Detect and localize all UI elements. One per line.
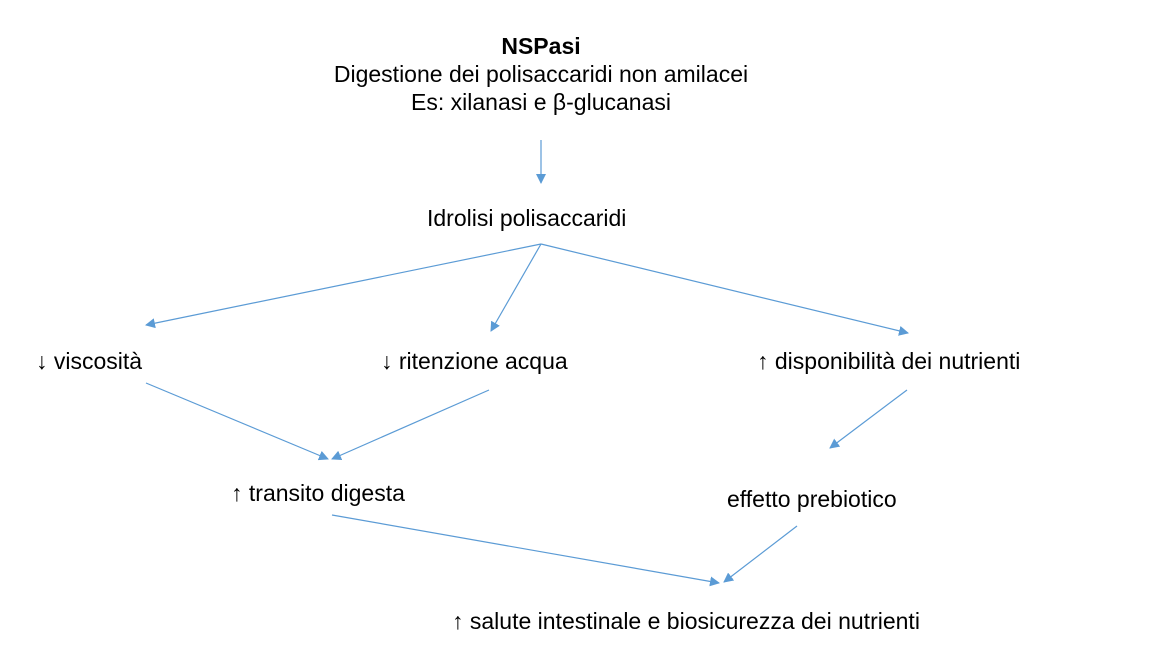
node-water-retention: ↓ ritenzione acqua <box>381 348 568 374</box>
arrow-hydrolysis-to-water-retention <box>490 243 542 332</box>
arrow-hydrolysis-to-nutrients <box>540 243 909 336</box>
diagram-subtitle: Digestione dei polisaccaridi non amilace… <box>333 61 749 87</box>
node-hydrolysis: Idrolisi polisaccaridi <box>427 205 627 231</box>
diagram-title: NSPasi <box>501 33 581 59</box>
node-nutrient-availability: ↑ disponibilità dei nutrienti <box>757 348 1021 374</box>
node-digesta-transit: ↑ transito digesta <box>231 480 405 506</box>
arrow-viscosity-to-transit <box>145 382 329 461</box>
diagram-example: Es: xilanasi e β-glucanasi <box>411 89 671 115</box>
node-viscosity: ↓ viscosità <box>36 348 143 374</box>
arrow-water-to-transit <box>331 389 490 460</box>
node-prebiotic-effect: effetto prebiotico <box>727 486 897 512</box>
header-block: NSPasi Digestione dei polisaccaridi non … <box>0 32 1082 116</box>
arrow-hydrolysis-to-viscosity <box>145 243 542 329</box>
arrow-nutrients-to-prebiotic <box>829 389 908 449</box>
arrow-transit-to-gut-health <box>331 514 720 587</box>
arrow-prebiotic-to-gut-health <box>723 525 798 583</box>
node-gut-health: ↑ salute intestinale e biosicurezza dei … <box>452 608 920 634</box>
